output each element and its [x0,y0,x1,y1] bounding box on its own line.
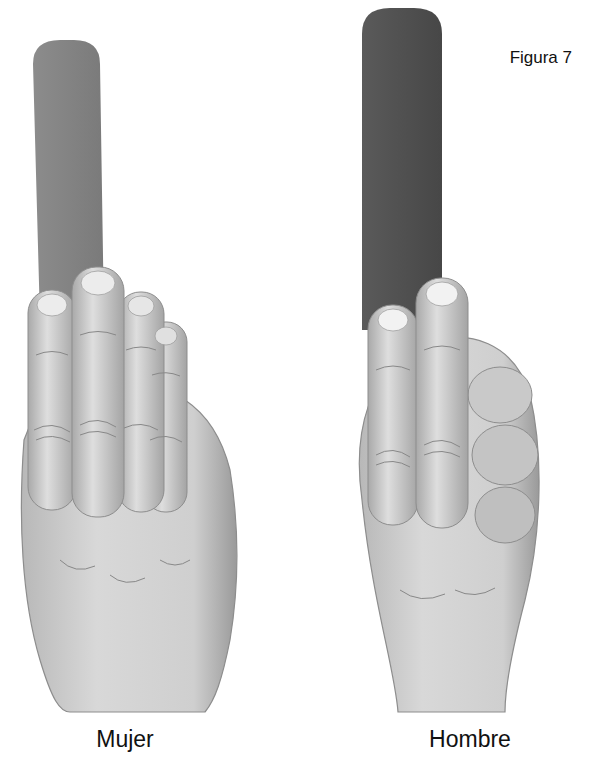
folded-finger [468,367,532,423]
caption-label: Mujer [96,726,154,754]
knuckle-creases [376,346,495,599]
ring-finger [118,292,164,512]
index-finger [368,305,418,525]
nail [378,309,408,331]
caption-label: Hombre [429,726,511,754]
ring-finger [416,278,468,528]
nail [37,294,67,316]
index-finger [28,290,76,510]
nail [81,271,115,295]
folded-finger [472,425,538,485]
knuckle-creases [34,332,190,583]
man-hand [359,8,539,712]
nail [128,296,154,316]
folded-finger [475,487,535,543]
middle-finger [72,267,124,517]
figure-number: Figura 7 [510,48,572,68]
nail [155,327,177,345]
woman-hand [21,40,236,712]
nail [426,282,458,306]
